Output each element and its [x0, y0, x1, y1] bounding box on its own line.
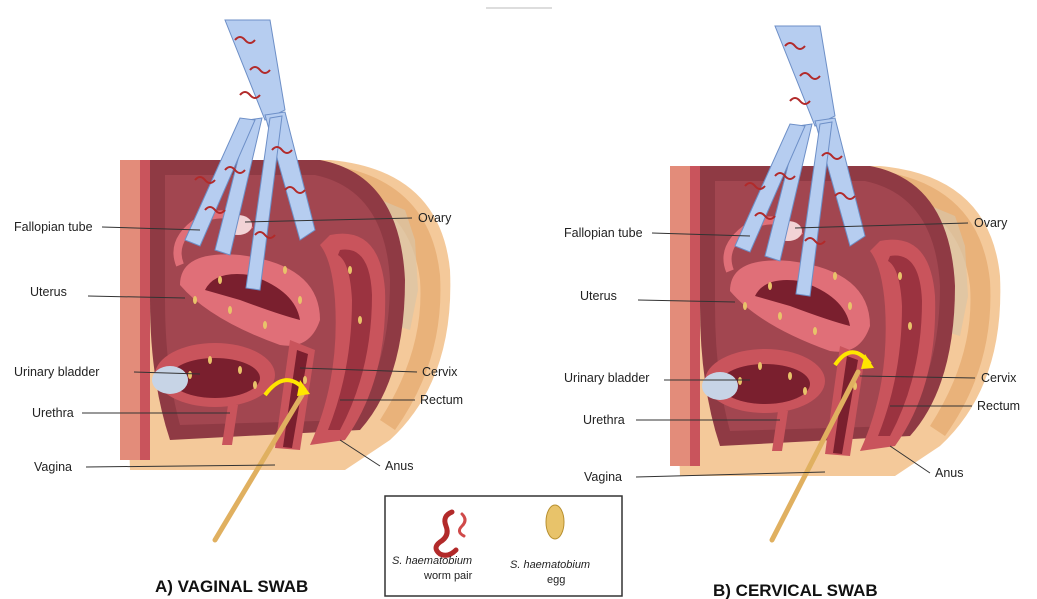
anatomy-illustration-a — [120, 20, 450, 470]
label-rectum: Rectum — [420, 393, 463, 407]
label-ovary: Ovary — [418, 211, 452, 225]
label-cervix: Cervix — [981, 371, 1017, 385]
label-vagina: Vagina — [34, 460, 72, 474]
label-fallopian-tube: Fallopian tube — [14, 220, 93, 234]
caption-vaginal-swab: A) VAGINAL SWAB — [155, 577, 308, 596]
label-urinary-bladder: Urinary bladder — [564, 371, 649, 385]
caption-cervical-swab: B) CERVICAL SWAB — [713, 581, 878, 599]
legend-worm-desc: worm pair — [423, 570, 473, 582]
egg-icon — [546, 505, 564, 539]
label-ovary: Ovary — [974, 216, 1008, 230]
anatomy-illustration-b — [670, 26, 1000, 476]
label-anus: Anus — [935, 466, 964, 480]
legend-egg-species: S. haematobium — [510, 559, 590, 571]
label-cervix: Cervix — [422, 365, 458, 379]
legend-worm-species: S. haematobium — [392, 555, 472, 567]
panel-cervical-swab: Fallopian tube Ovary Uterus Urinary blad… — [564, 26, 1020, 599]
label-urinary-bladder: Urinary bladder — [14, 365, 99, 379]
label-urethra: Urethra — [32, 406, 74, 420]
label-uterus: Uterus — [580, 289, 617, 303]
label-anus: Anus — [385, 459, 414, 473]
label-fallopian-tube: Fallopian tube — [564, 226, 643, 240]
legend-egg-desc: egg — [547, 574, 565, 586]
label-vagina: Vagina — [584, 470, 622, 484]
label-rectum: Rectum — [977, 399, 1020, 413]
legend-box: S. haematobium worm pair S. haematobium … — [385, 496, 622, 596]
label-urethra: Urethra — [583, 413, 625, 427]
label-uterus: Uterus — [30, 285, 67, 299]
